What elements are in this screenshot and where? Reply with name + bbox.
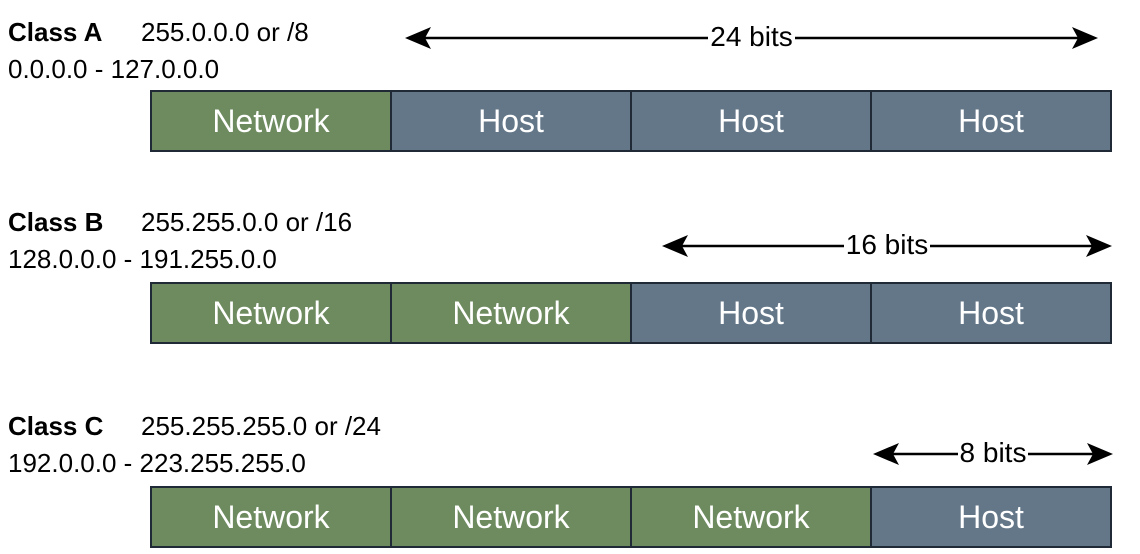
class-a-range: 0.0.0.0 - 127.0.0.0 xyxy=(8,54,220,84)
class-a-host-bits-arrow: 24 bits xyxy=(405,21,1098,52)
class-a-title: Class A xyxy=(8,17,103,47)
octet-3: Host xyxy=(630,282,872,344)
class-c-octets: Network Network Network Host xyxy=(150,486,1112,548)
class-c-range: 192.0.0.0 - 223.255.255.0 xyxy=(8,448,306,478)
class-b-octets: Network Network Host Host xyxy=(150,282,1112,344)
octet-4: Host xyxy=(870,486,1112,548)
class-c-host-bits-arrow: 8 bits xyxy=(873,437,1113,468)
double-arrow-icon xyxy=(873,443,1113,465)
class-b-host-bits-arrow: 16 bits xyxy=(662,229,1112,260)
double-arrow-icon xyxy=(405,27,1098,49)
octet-2: Host xyxy=(390,90,632,152)
octet-4: Host xyxy=(870,282,1112,344)
class-b-mask: 255.255.0.0 or /16 xyxy=(141,207,353,237)
class-c-block: Class C 255.255.255.0 or /24 192.0.0.0 -… xyxy=(0,394,1140,554)
class-b-block: Class B 255.255.0.0 or /16 128.0.0.0 - 1… xyxy=(0,190,1140,350)
octet-3: Host xyxy=(630,90,872,152)
class-b-title: Class B xyxy=(8,207,104,237)
octet-3: Network xyxy=(630,486,872,548)
class-a-mask: 255.0.0.0 or /8 xyxy=(141,17,309,47)
octet-1: Network xyxy=(150,282,392,344)
octet-1: Network xyxy=(150,486,392,548)
octet-2: Network xyxy=(390,486,632,548)
class-a-octets: Network Host Host Host xyxy=(150,90,1112,152)
octet-4: Host xyxy=(870,90,1112,152)
class-b-range: 128.0.0.0 - 191.255.0.0 xyxy=(8,244,277,274)
octet-2: Network xyxy=(390,282,632,344)
double-arrow-icon xyxy=(662,235,1112,257)
class-a-block: Class A 255.0.0.0 or /8 0.0.0.0 - 127.0.… xyxy=(0,0,1140,160)
class-c-mask: 255.255.255.0 or /24 xyxy=(141,411,381,441)
octet-1: Network xyxy=(150,90,392,152)
class-c-title: Class C xyxy=(8,411,104,441)
